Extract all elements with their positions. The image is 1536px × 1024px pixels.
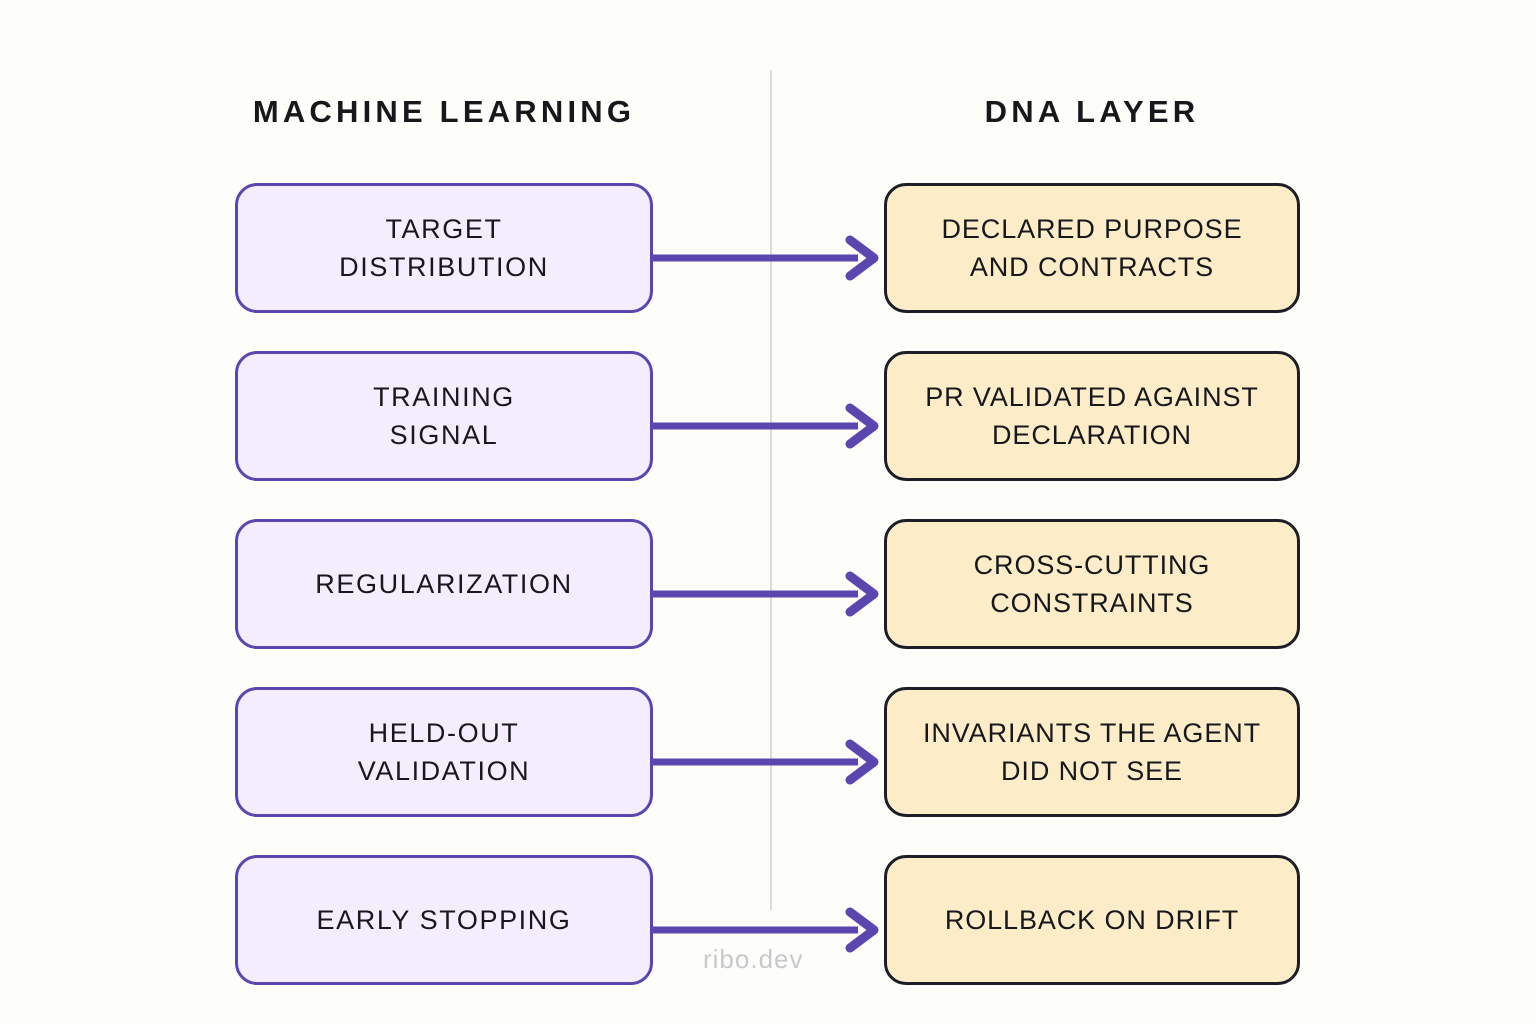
column-divider	[770, 70, 772, 910]
mapping-row: HELD-OUT VALIDATION INVARIANTS THE AGENT …	[0, 687, 1536, 817]
arrow-right-icon	[650, 571, 886, 617]
ml-concept-label: TARGET DISTRIBUTION	[339, 213, 549, 282]
ml-concept-box[interactable]: EARLY STOPPING	[235, 855, 653, 985]
ml-concept-label: HELD-OUT VALIDATION	[357, 717, 531, 786]
ml-concept-box[interactable]: HELD-OUT VALIDATION	[235, 687, 653, 817]
mapping-row: TRAINING SIGNAL PR VALIDATED AGAINST DECL…	[0, 351, 1536, 481]
watermark-label: ribo.dev	[703, 944, 804, 974]
arrow-right-icon	[650, 235, 886, 281]
ml-concept-box[interactable]: REGULARIZATION	[235, 519, 653, 649]
mapping-row: TARGET DISTRIBUTION DECLARED PURPOSE AND …	[0, 183, 1536, 313]
column-header-machine-learning: MACHINE LEARNING	[252, 94, 636, 129]
dna-layer-box[interactable]: DECLARED PURPOSE AND CONTRACTS	[884, 183, 1300, 313]
dna-layer-label: CROSS-CUTTING CONSTRAINTS	[973, 549, 1211, 618]
dna-layer-label: DECLARED PURPOSE AND CONTRACTS	[941, 213, 1243, 282]
mapping-row: REGULARIZATION CROSS-CUTTING CONSTRAINTS	[0, 519, 1536, 649]
dna-layer-box[interactable]: ROLLBACK ON DRIFT	[884, 855, 1300, 985]
dna-layer-box[interactable]: PR VALIDATED AGAINST DECLARATION	[884, 351, 1300, 481]
column-header-dna-layer: DNA LAYER	[984, 94, 1200, 129]
ml-concept-box[interactable]: TRAINING SIGNAL	[235, 351, 653, 481]
arrow-right-icon	[650, 403, 886, 449]
dna-layer-box[interactable]: INVARIANTS THE AGENT DID NOT SEE	[884, 687, 1300, 817]
dna-layer-label: PR VALIDATED AGAINST DECLARATION	[925, 381, 1259, 450]
arrow-right-icon	[650, 739, 886, 785]
ml-concept-label: REGULARIZATION	[315, 568, 573, 599]
ml-concept-label: EARLY STOPPING	[316, 904, 572, 935]
dna-layer-label: ROLLBACK ON DRIFT	[944, 904, 1240, 935]
ml-concept-label: TRAINING SIGNAL	[373, 381, 515, 450]
dna-layer-label: INVARIANTS THE AGENT DID NOT SEE	[922, 717, 1262, 786]
dna-layer-box[interactable]: CROSS-CUTTING CONSTRAINTS	[884, 519, 1300, 649]
ml-concept-box[interactable]: TARGET DISTRIBUTION	[235, 183, 653, 313]
